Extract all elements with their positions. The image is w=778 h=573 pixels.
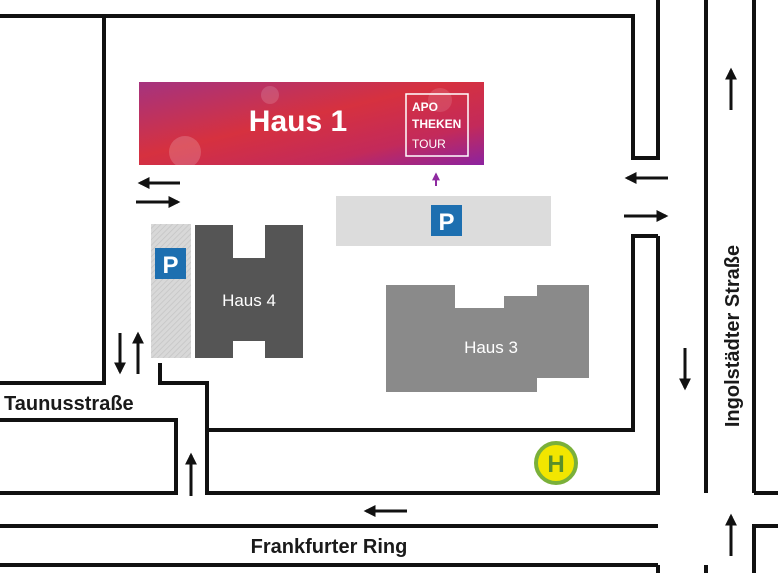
haus-3-label: Haus 3 (464, 338, 518, 357)
street-label-frankfurter-ring: Frankfurter Ring (251, 536, 408, 558)
parking-sign-central-label: P (438, 209, 454, 236)
street-label-taunusstrasse: Taunusstraße (4, 393, 134, 415)
parking-sign-central (431, 205, 462, 236)
traffic-arrows (114, 67, 737, 556)
haus-4-label: Haus 4 (222, 291, 276, 310)
ingolstaedter-se-corner (752, 524, 778, 573)
haus-4-building[interactable]: Haus 4 (195, 225, 303, 358)
parking-sign-left-label: P (162, 252, 178, 279)
parking-area-central[interactable]: P (336, 196, 551, 246)
site-outline-top (104, 0, 660, 160)
street-label-ingolstaedter-strasse: Ingolstädter Straße (722, 245, 744, 427)
logo-line-2: THEKEN (412, 117, 461, 131)
site-outline-bottom (205, 236, 660, 495)
bus-stop[interactable]: H (534, 441, 578, 485)
bus-stop-label: H (547, 451, 564, 478)
apotheken-tour-logo: APO THEKEN TOUR (405, 93, 469, 157)
block-outline-taunus (0, 418, 178, 495)
logo-line-1: APO (412, 100, 438, 114)
logo-line-3: TOUR (412, 137, 446, 151)
haus-1-label: Haus 1 (249, 105, 347, 138)
haus-3-building[interactable]: Haus 3 (386, 285, 589, 392)
parking-area-left[interactable]: P (151, 224, 191, 358)
haus-1-building[interactable]: Haus 1 APO THEKEN TOUR (139, 82, 484, 168)
parking-sign-left (155, 248, 186, 279)
block-outline-left (0, 14, 106, 385)
